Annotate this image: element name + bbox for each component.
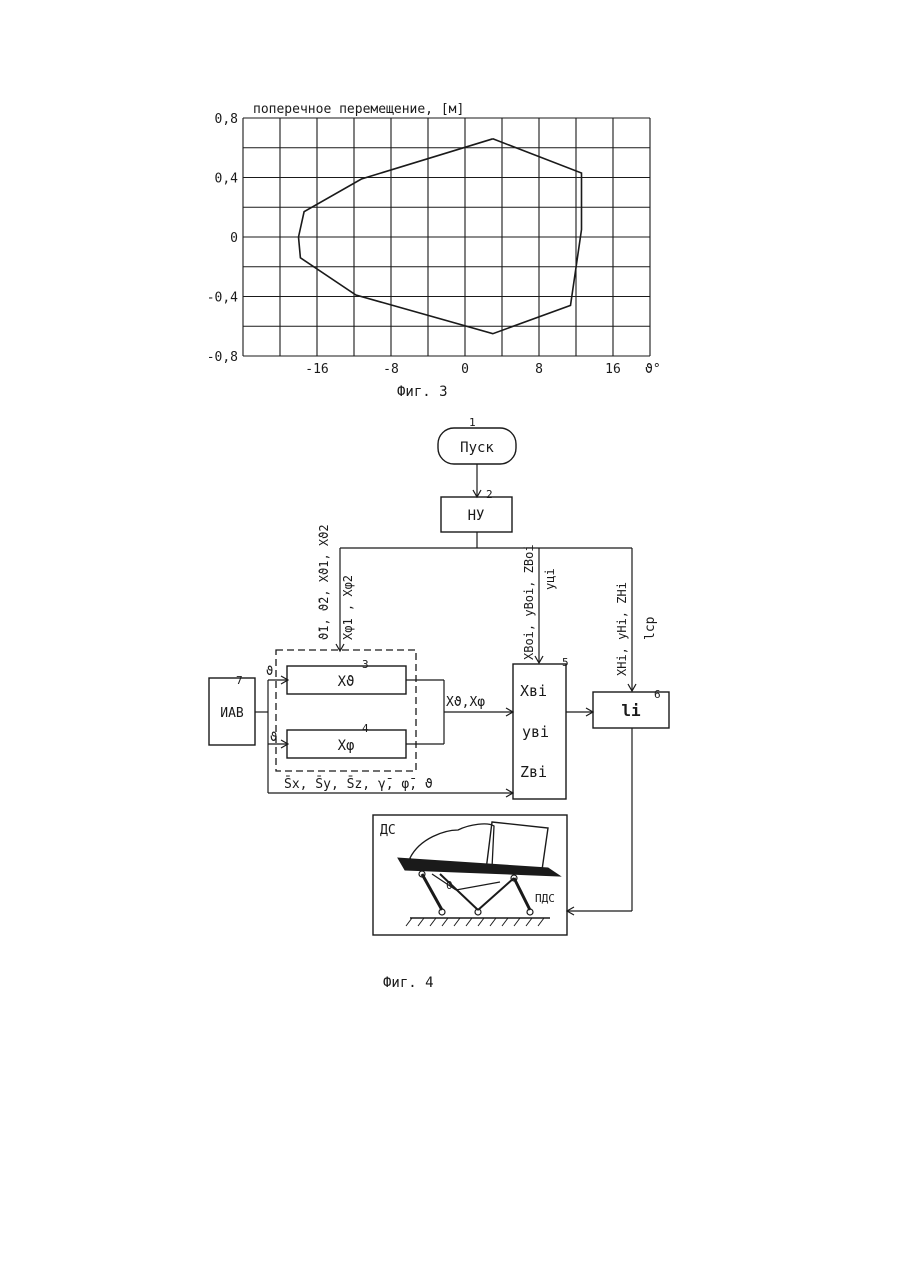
motion-platform-drawing [398, 822, 560, 926]
bottom-bus-label: S̄x, S̄y, S̄z, γ̄, φ̄, ϑ [284, 777, 433, 792]
y-tick-label: 0 [230, 231, 238, 246]
y-tick-label: 0,4 [215, 172, 239, 187]
theta-input-label: ϑ [266, 664, 273, 678]
block-number-6: 6 [654, 688, 661, 701]
x-theta-label: Xϑ [338, 674, 355, 690]
coord-y: yвi [522, 723, 549, 741]
signal-label-mid: XBoi, yBoi, ZBoi [522, 544, 536, 660]
x-tick-labels: -16 -8 0 8 16 [305, 362, 621, 377]
x-axis-label: ϑ° [645, 362, 661, 377]
theta-input-label-2: ϑ [270, 730, 277, 744]
start-label: Пуск [460, 440, 494, 456]
signal-label-left-2: Xφ1 , Xφ2 [341, 575, 355, 640]
x-tick-label: 0 [461, 362, 469, 377]
nu-label: НУ [468, 508, 485, 524]
chart-title: поперечное перемещение, [м] [253, 102, 464, 117]
block-number-3: 3 [362, 658, 369, 671]
simulator-label: ДС [380, 823, 396, 838]
x-tick-label: 16 [605, 362, 621, 377]
figure-3-chart: поперечное перемещение, [м] -0,8 -0,4 0 0,4… [207, 102, 661, 400]
outputs-label: Xϑ,Xφ [446, 695, 485, 710]
signal-label-right: XHi, yHi, ZHi [615, 582, 629, 676]
coord-z: Zвi [520, 763, 547, 781]
actuator-leg [422, 874, 442, 910]
platform-mark: θ [446, 879, 453, 892]
block-number-4: 4 [362, 722, 369, 735]
iav-label: ИАВ [220, 706, 244, 721]
signal-label-right-2: lcp [643, 616, 658, 640]
length-label: li [621, 701, 641, 720]
actuator-link [456, 882, 500, 890]
y-tick-label: 0,8 [215, 112, 238, 127]
block-number-1: 1 [469, 416, 476, 429]
actuator-leg [514, 878, 530, 910]
signal-label-mid-2: yцi [543, 568, 557, 590]
ground-hatching [406, 918, 544, 926]
block-number-2: 2 [486, 488, 493, 501]
cabin-shape [486, 822, 548, 870]
y-tick-labels: -0,8 -0,4 0 0,4 0,8 [207, 112, 238, 365]
x-tick-label: -16 [305, 362, 328, 377]
x-tick-label: 8 [535, 362, 543, 377]
figure-4-block-diagram: Пуск 1 НУ 2 ϑ̄1, ϑ̄2, Xϑ1, Xϑ2 Xφ1 , Xφ2… [209, 416, 669, 991]
platform-deck [398, 858, 560, 876]
y-tick-label: -0,4 [207, 291, 238, 306]
platform-label: ПДС [535, 892, 555, 905]
figure-3-caption: Фиг. 3 [397, 384, 448, 400]
x-tick-label: -8 [383, 362, 399, 377]
y-tick-label: -0,8 [207, 350, 238, 365]
block-number-7: 7 [236, 674, 243, 687]
figure-4-caption: Фиг. 4 [383, 975, 434, 991]
x-phi-label: Xφ [338, 738, 355, 754]
signal-label-left: ϑ̄1, ϑ̄2, Xϑ1, Xϑ2 [317, 524, 331, 640]
block-number-5: 5 [562, 656, 569, 669]
coord-x: Xвi [520, 682, 547, 700]
